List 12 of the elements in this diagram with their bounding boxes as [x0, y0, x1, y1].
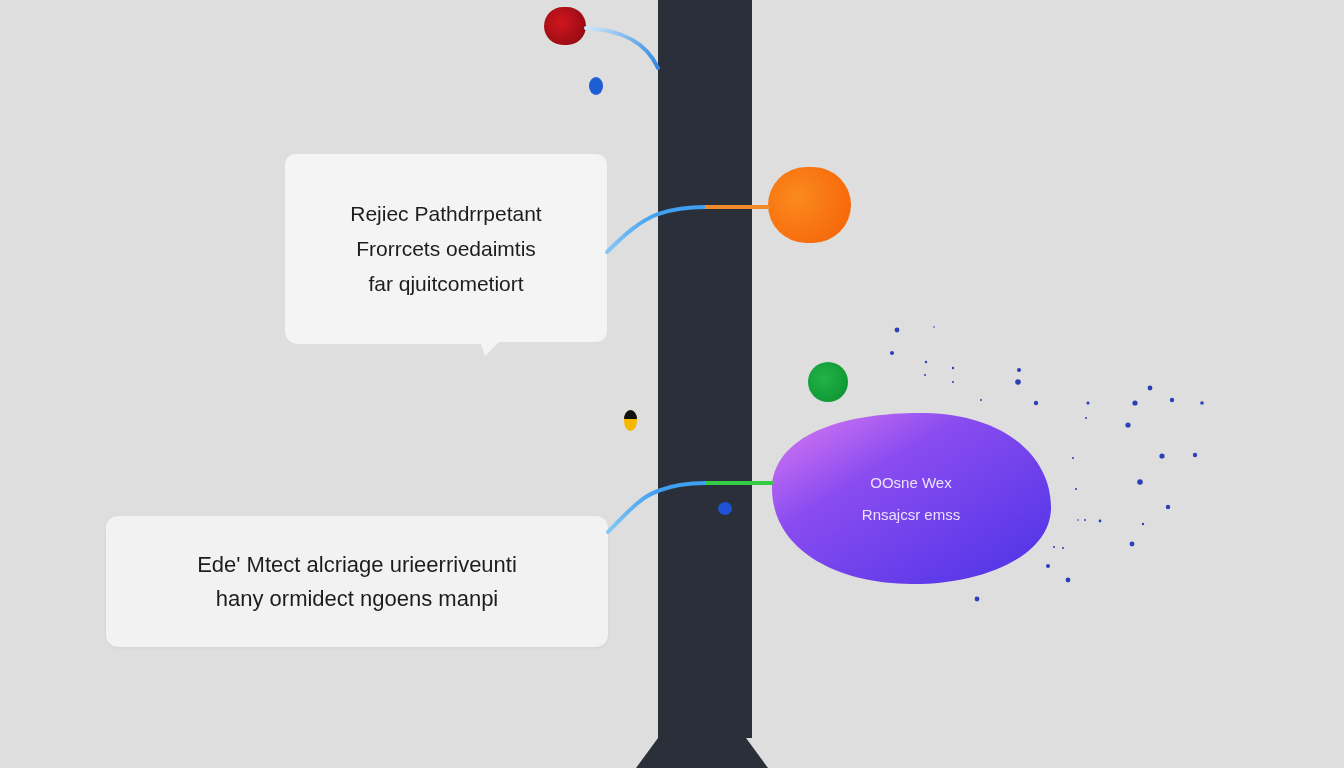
speech-bubble	[285, 154, 607, 358]
connector-line	[750, 205, 770, 209]
pillar-base	[636, 738, 768, 768]
panel-text: Ede' Mtect alcriage urieerriveunti hany ormidect ngoens manpi	[196, 550, 518, 613]
blob-shape	[770, 412, 1052, 585]
callout-text: Rejiec Pathdrrpetant Frorrcets oedaimtis far qjuitcometiort	[349, 200, 543, 297]
connector-line	[750, 481, 774, 485]
text-panel	[106, 516, 608, 647]
connector-line	[584, 26, 660, 70]
connector-line	[606, 489, 660, 534]
connector-line	[605, 212, 660, 254]
blob-text: OOsne Wex Rnsajcsr emss	[860, 472, 962, 525]
